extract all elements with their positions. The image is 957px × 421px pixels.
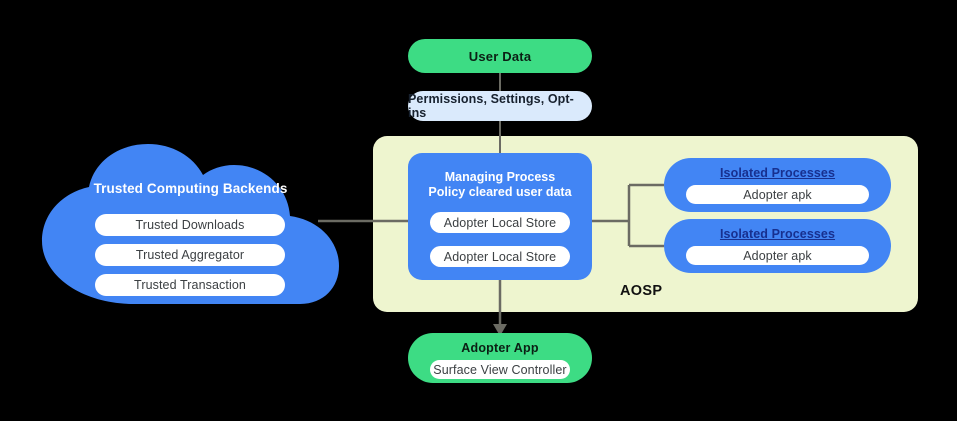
managing-process-node[interactable]: Managing Process Policy cleared user dat… [408, 153, 592, 280]
isolated-process-node-1[interactable]: Isolated Processes Adopter apk [664, 158, 891, 212]
trusted-downloads-pill[interactable]: Trusted Downloads [95, 214, 285, 236]
trusted-aggregator-label: Trusted Aggregator [135, 248, 245, 262]
surface-view-controller-label: Surface View Controller [433, 362, 567, 377]
permissions-settings-optins-node[interactable]: Permissions, Settings, Opt-ins [408, 91, 592, 121]
surface-view-controller-pill[interactable]: Surface View Controller [430, 360, 570, 379]
adopter-apk-label-1: Adopter apk [743, 187, 812, 202]
adopter-apk-pill-2[interactable]: Adopter apk [686, 246, 869, 265]
isolated-process-title-2: Isolated Processes [719, 227, 836, 241]
managing-process-title-line2: Policy cleared user data [428, 185, 572, 199]
adopter-apk-pill-1[interactable]: Adopter apk [686, 185, 869, 204]
trusted-downloads-label: Trusted Downloads [135, 218, 245, 232]
managing-process-title-line1: Managing Process [444, 170, 556, 184]
adopter-local-store-label-2: Adopter Local Store [443, 249, 557, 264]
trusted-transaction-pill[interactable]: Trusted Transaction [95, 274, 285, 296]
adopter-local-store-pill-2[interactable]: Adopter Local Store [430, 246, 570, 267]
trusted-aggregator-pill[interactable]: Trusted Aggregator [95, 244, 285, 266]
user-data-node[interactable]: User Data [408, 39, 592, 73]
cloud-title: Trusted Computing Backends [93, 181, 288, 196]
isolated-process-title-1: Isolated Processes [719, 166, 836, 180]
user-data-label: User Data [468, 48, 532, 64]
adopter-apk-label-2: Adopter apk [743, 248, 812, 263]
adopter-local-store-pill-1[interactable]: Adopter Local Store [430, 212, 570, 233]
adopter-local-store-label-1: Adopter Local Store [443, 215, 557, 230]
aosp-label: AOSP [620, 283, 663, 299]
trusted-transaction-label: Trusted Transaction [134, 278, 246, 292]
permissions-label: Permissions, Settings, Opt-ins [408, 92, 574, 120]
adopter-app-title: Adopter App [461, 341, 539, 355]
managing-process-title: Managing Process Policy cleared user dat… [428, 170, 571, 200]
adopter-app-node[interactable]: Adopter App Surface View Controller [408, 333, 592, 383]
isolated-process-node-2[interactable]: Isolated Processes Adopter apk [664, 219, 891, 273]
